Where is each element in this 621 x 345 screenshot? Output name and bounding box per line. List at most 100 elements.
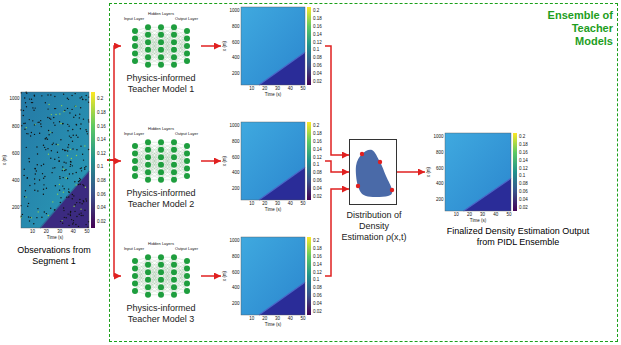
tick-label: 0.06 bbox=[313, 293, 322, 298]
caption: Observations from Segment 1 bbox=[1, 245, 107, 267]
tick-label: 0.04 bbox=[97, 205, 106, 210]
tick-label: 200 bbox=[1, 205, 20, 210]
axis-label: Time (s) bbox=[265, 322, 281, 327]
tick-label: 10 bbox=[249, 316, 254, 321]
tick-label: 600 bbox=[221, 270, 240, 275]
neural-network-icon bbox=[131, 251, 191, 301]
axis-label: x (m) bbox=[426, 167, 431, 177]
tick-label: 20 bbox=[44, 229, 49, 234]
tick-label: 0.04 bbox=[313, 71, 322, 76]
tick-label: 50 bbox=[84, 229, 89, 234]
ensemble-box: Ensemble of Teacher ModelsInput LayerHid… bbox=[109, 3, 618, 342]
tick-label: 40 bbox=[288, 201, 293, 206]
tick-label: 0.06 bbox=[313, 63, 322, 68]
tick-label: 0.02 bbox=[313, 79, 322, 84]
tick-label: 1000 bbox=[221, 238, 240, 243]
axis-label: Time (s) bbox=[47, 235, 63, 240]
tick-label: 800 bbox=[425, 150, 444, 155]
axis-label: x (m) bbox=[222, 271, 227, 281]
tick-label: 0.14 bbox=[313, 32, 322, 37]
tick-label: 0.06 bbox=[97, 192, 106, 197]
tick-label: 200 bbox=[425, 197, 444, 202]
tick-label: 800 bbox=[221, 24, 240, 29]
layer-label: Input Layer bbox=[124, 246, 144, 251]
tick-label: 50 bbox=[301, 86, 306, 91]
layer-label: Output Layer bbox=[175, 246, 198, 251]
tick-label: 200 bbox=[221, 301, 240, 306]
heatmap-plot bbox=[221, 119, 325, 214]
tick-label: 0.14 bbox=[519, 158, 528, 163]
tick-label: 1000 bbox=[425, 134, 444, 139]
tick-label: 0.14 bbox=[97, 137, 106, 142]
tick-label: 30 bbox=[275, 201, 280, 206]
tick-label: 800 bbox=[1, 124, 20, 129]
tick-label: 40 bbox=[288, 316, 293, 321]
tick-label: 10 bbox=[454, 212, 459, 217]
flow-arrow bbox=[325, 161, 349, 172]
axis-label: x (m) bbox=[222, 156, 227, 166]
model-label: Physics-informed Teacher Model 3 bbox=[121, 303, 201, 325]
tick-label: 800 bbox=[221, 254, 240, 259]
tick-label: 0.18 bbox=[97, 110, 106, 115]
tick-label: 0.06 bbox=[313, 178, 322, 183]
neural-network-icon bbox=[131, 21, 191, 71]
layer-label: Input Layer bbox=[124, 16, 144, 21]
layer-label: Hidden Layers bbox=[148, 11, 174, 16]
tick-label: 1000 bbox=[221, 123, 240, 128]
tick-label: 0.2 bbox=[313, 8, 319, 13]
tick-label: 0.14 bbox=[313, 147, 322, 152]
tick-label: 30 bbox=[480, 212, 485, 217]
observation-heatmap: Observations from Segment 1x (m)Time (s)… bbox=[1, 89, 107, 242]
tick-label: 0.2 bbox=[519, 134, 525, 139]
tick-label: 0.08 bbox=[313, 55, 322, 60]
model-label: Physics-informed Teacher Model 2 bbox=[121, 188, 201, 210]
tick-label: 0.16 bbox=[97, 124, 106, 129]
neural-network-icon bbox=[131, 136, 191, 186]
tick-label: 0.16 bbox=[313, 139, 322, 144]
tick-label: 0.12 bbox=[313, 155, 322, 160]
heatmap-plot bbox=[221, 234, 325, 329]
final-heatmap: Finalized Density Estimation Output from… bbox=[425, 130, 539, 225]
teacher-model: Input LayerHidden LayersOutput LayerPhys… bbox=[121, 243, 201, 325]
tick-label: 0.18 bbox=[519, 142, 528, 147]
tick-label: 0.02 bbox=[519, 205, 528, 210]
flow-arrow bbox=[325, 46, 349, 155]
tick-label: 0.18 bbox=[313, 16, 322, 21]
distribution-box: Distribution of Density Estimation ρ(x,t… bbox=[349, 139, 397, 205]
tick-label: 0.1 bbox=[519, 173, 525, 178]
flow-arrow bbox=[201, 275, 221, 277]
tick-label: 0.12 bbox=[519, 166, 528, 171]
axis-label: x (m) bbox=[2, 155, 7, 165]
tick-label: 0.2 bbox=[97, 96, 103, 101]
tick-label: 200 bbox=[221, 71, 240, 76]
model-label: Physics-informed Teacher Model 1 bbox=[121, 73, 201, 95]
tick-label: 20 bbox=[262, 316, 267, 321]
tick-label: 0.08 bbox=[97, 178, 106, 183]
layer-label: Output Layer bbox=[175, 131, 198, 136]
tick-label: 40 bbox=[493, 212, 498, 217]
tick-label: 0.08 bbox=[519, 181, 528, 186]
tick-label: 20 bbox=[467, 212, 472, 217]
teacher-model: Input LayerHidden LayersOutput LayerPhys… bbox=[121, 13, 201, 95]
tick-label: 0.2 bbox=[313, 238, 319, 243]
tick-label: 40 bbox=[71, 229, 76, 234]
tick-label: 0.02 bbox=[313, 309, 322, 314]
tick-label: 600 bbox=[221, 155, 240, 160]
axis-label: Time (s) bbox=[470, 218, 486, 223]
tick-label: 0.2 bbox=[313, 123, 319, 128]
tick-label: 600 bbox=[221, 40, 240, 45]
tick-label: 0.12 bbox=[97, 151, 106, 156]
tick-label: 600 bbox=[1, 151, 20, 156]
tick-label: 400 bbox=[1, 178, 20, 183]
tick-label: 0.16 bbox=[313, 24, 322, 29]
layer-label: Input Layer bbox=[124, 131, 144, 136]
tick-label: 0.12 bbox=[313, 270, 322, 275]
estimate-heatmap: x (m)Time (s)100080060040020010203040500… bbox=[221, 4, 325, 99]
tick-label: 400 bbox=[425, 181, 444, 186]
tick-label: 0.18 bbox=[313, 246, 322, 251]
distribution-label: Distribution of Density Estimation ρ(x,t… bbox=[341, 210, 407, 243]
tick-label: 30 bbox=[57, 229, 62, 234]
tick-label: 400 bbox=[221, 170, 240, 175]
tick-label: 0.06 bbox=[519, 189, 528, 194]
